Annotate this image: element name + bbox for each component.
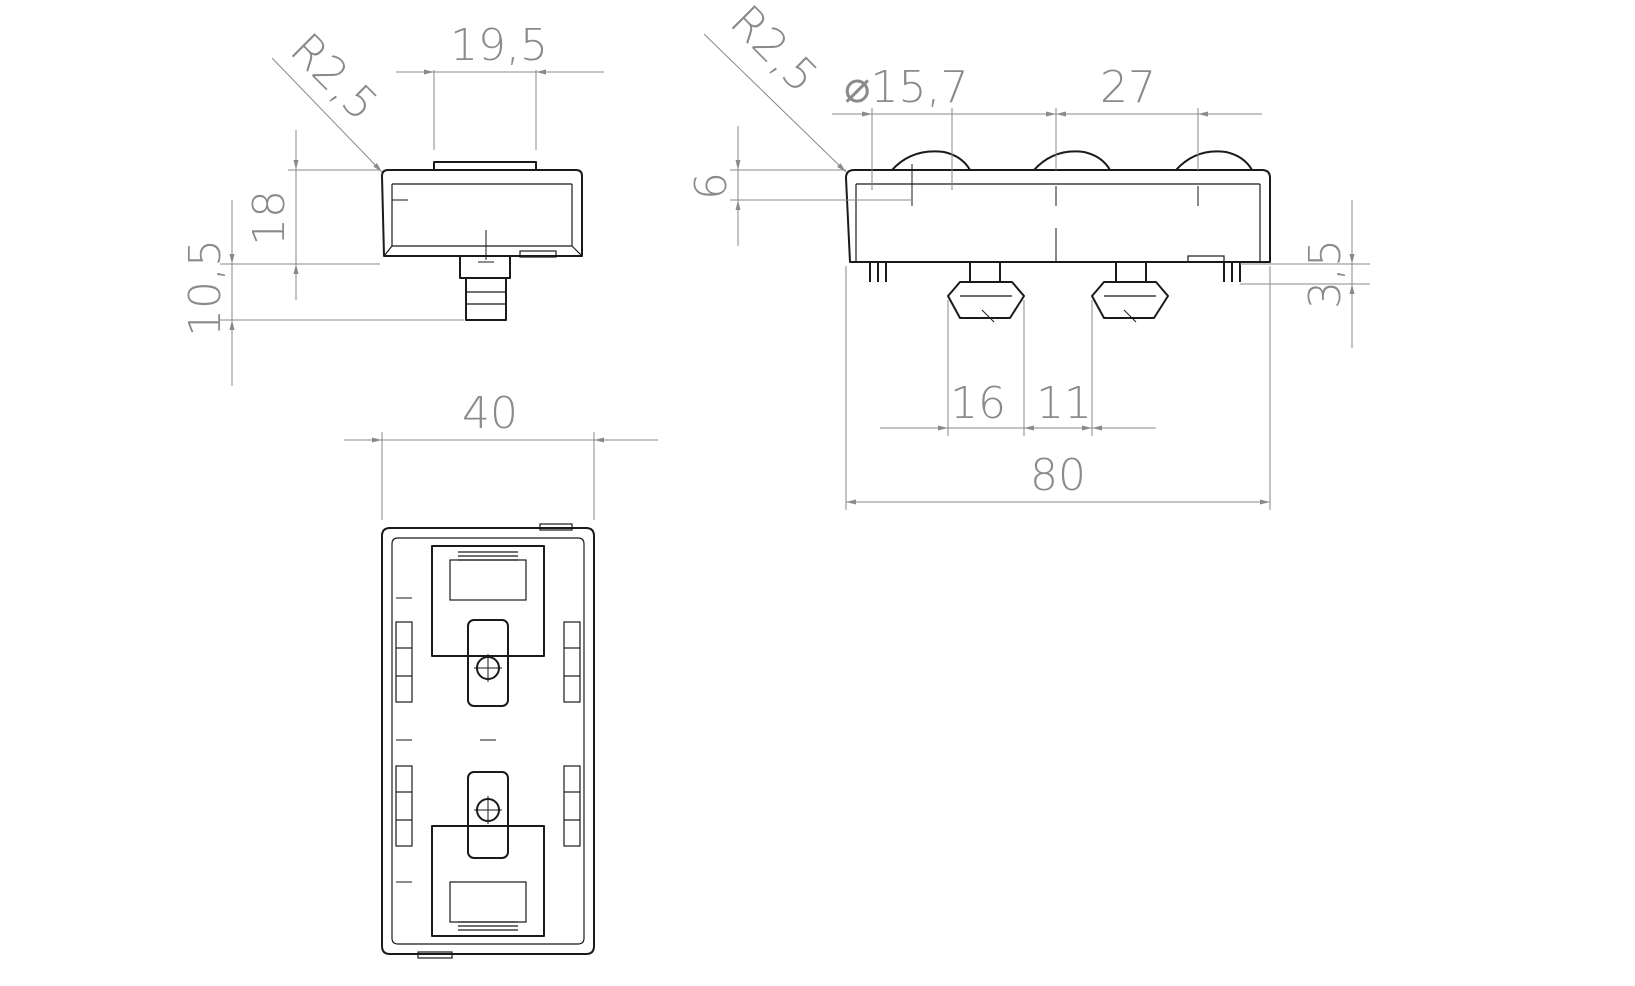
side-dimension-radius: R2,5: [271, 24, 387, 173]
front-dimension-nut-width: 16 11: [880, 300, 1156, 436]
front-dimension-diameter: ⌀15,7: [832, 62, 1199, 190]
front-nut-width-label: 16: [950, 378, 1006, 429]
top-dimension-width: 40: [344, 388, 658, 520]
side-dimension-height-lower: 10,5: [180, 200, 464, 386]
front-dimension-height: 6: [686, 126, 912, 246]
top-view-side-tabs: [395, 621, 581, 847]
front-length-label: 80: [1030, 450, 1086, 501]
front-view: [845, 150, 1271, 323]
top-view-clip-upper: [431, 545, 545, 657]
side-view-center-marks: [392, 199, 494, 321]
front-t-nut-right: [1091, 261, 1169, 319]
side-height-lower-label: 10,5: [180, 239, 231, 337]
front-pitch-label: 27: [1100, 62, 1156, 113]
front-dimension-pitch: 27: [1056, 62, 1262, 117]
front-pins: [869, 262, 1241, 282]
side-view: [381, 161, 583, 321]
front-t-nut-left: [947, 261, 1025, 319]
front-height-label: 6: [686, 172, 737, 200]
front-radius-label: R2,5: [720, 0, 827, 103]
front-dimension-radius: R2,5: [703, 0, 847, 173]
top-width-label: 40: [462, 388, 518, 439]
side-dimension-width: 19,5: [396, 20, 604, 150]
front-diameter-label: ⌀15,7: [844, 62, 968, 113]
top-view-clip-lower: [431, 825, 545, 937]
front-dimension-pin-height: 3,5: [1240, 200, 1370, 348]
top-view: [381, 523, 595, 959]
top-view-nut-lower: [467, 771, 509, 859]
side-height-total-label: 18: [244, 190, 295, 246]
front-view-center-marks: [911, 164, 1199, 323]
side-width-label: 19,5: [450, 20, 548, 71]
front-nut-gap-label: 11: [1036, 378, 1092, 429]
front-pin-height-label: 3,5: [1300, 239, 1351, 309]
top-view-center-marks: [396, 597, 496, 883]
top-view-nut-upper: [467, 619, 509, 707]
side-radius-label: R2,5: [280, 24, 387, 131]
side-dimension-height-total: 18: [220, 130, 380, 300]
front-dimension-length: 80: [845, 266, 1271, 510]
